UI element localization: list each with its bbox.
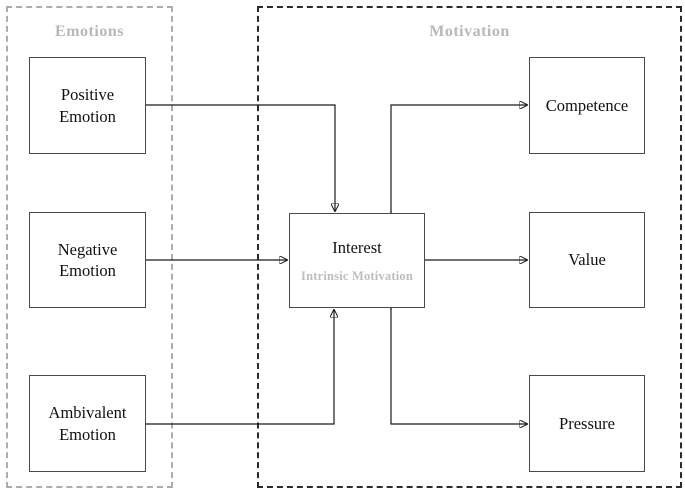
node-pressure-title: Pressure: [559, 413, 615, 433]
node-pressure: Pressure: [529, 375, 645, 472]
node-value: Value: [529, 212, 645, 308]
node-interest-subtitle: Intrinsic Motivation: [301, 268, 413, 283]
node-negative-emotion-title: Negative Emotion: [57, 239, 118, 280]
node-value-title: Value: [568, 250, 606, 270]
node-positive-emotion-title: Positive Emotion: [59, 85, 116, 126]
group-label-emotions: Emotions: [55, 23, 124, 40]
group-motivation: Motivation: [257, 6, 682, 488]
node-positive-emotion: Positive Emotion: [29, 57, 146, 154]
node-interest-title: Interest: [332, 238, 382, 258]
group-emotions: Emotions: [6, 6, 173, 488]
node-negative-emotion: Negative Emotion: [29, 212, 146, 308]
node-competence-title: Competence: [545, 95, 629, 115]
node-competence: Competence: [529, 57, 645, 154]
group-label-motivation: Motivation: [429, 23, 510, 40]
node-ambivalent-emotion: Ambivalent Emotion: [29, 375, 146, 472]
node-interest: Interest Intrinsic Motivation: [289, 213, 425, 308]
node-ambivalent-emotion-title: Ambivalent Emotion: [48, 403, 127, 444]
